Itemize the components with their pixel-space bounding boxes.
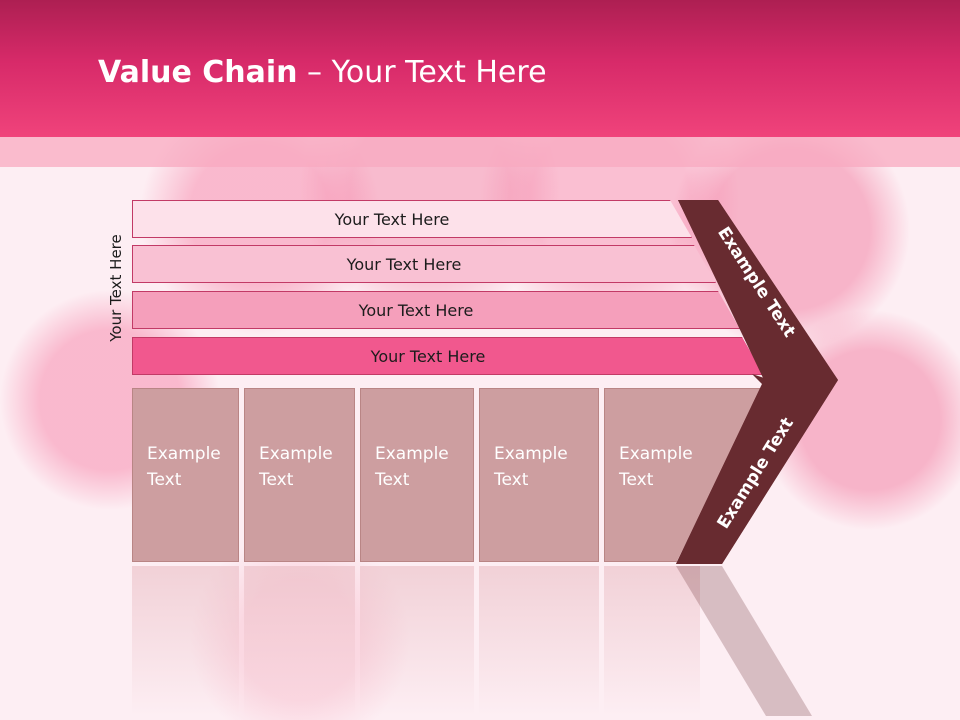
- cell-line-1: Example: [619, 444, 693, 464]
- cell-line-2: Text: [375, 470, 410, 490]
- cell-line-1: Example: [147, 444, 221, 464]
- chain-row-label: Your Text Here: [346, 254, 462, 274]
- cell-line-1: Example: [375, 444, 449, 464]
- chevron-lower-arm: [676, 380, 838, 564]
- title-bar-band: [0, 137, 960, 167]
- cell-line-2: Text: [494, 470, 529, 490]
- cell-line-2: Text: [619, 470, 654, 490]
- activity-cell-3[interactable]: Example Text: [360, 388, 474, 562]
- slide-title[interactable]: Value Chain – Your Text Here: [98, 55, 547, 90]
- cell-line-2: Text: [147, 470, 182, 490]
- chain-row-label: Your Text Here: [370, 346, 486, 366]
- title-bold: Value Chain: [98, 55, 298, 90]
- chain-row-label: Your Text Here: [334, 209, 450, 229]
- chevron-upper-arm: [678, 200, 838, 380]
- cell-line-1: Example: [494, 444, 568, 464]
- activity-cell-2[interactable]: Example Text: [244, 388, 355, 562]
- activity-cell-4[interactable]: Example Text: [479, 388, 599, 562]
- chain-row-4[interactable]: Your Text Here: [132, 337, 764, 375]
- activity-cell-1[interactable]: Example Text: [132, 388, 239, 562]
- cell-line-2: Text: [259, 470, 294, 490]
- title-rest: – Your Text Here: [297, 55, 547, 90]
- chain-row-2[interactable]: Your Text Here: [132, 245, 716, 283]
- chain-row-1[interactable]: Your Text Here: [132, 200, 692, 238]
- chain-row-3[interactable]: Your Text Here: [132, 291, 740, 329]
- chain-row-label: Your Text Here: [358, 300, 474, 320]
- cell-line-1: Example: [259, 444, 333, 464]
- title-bar: [0, 0, 960, 137]
